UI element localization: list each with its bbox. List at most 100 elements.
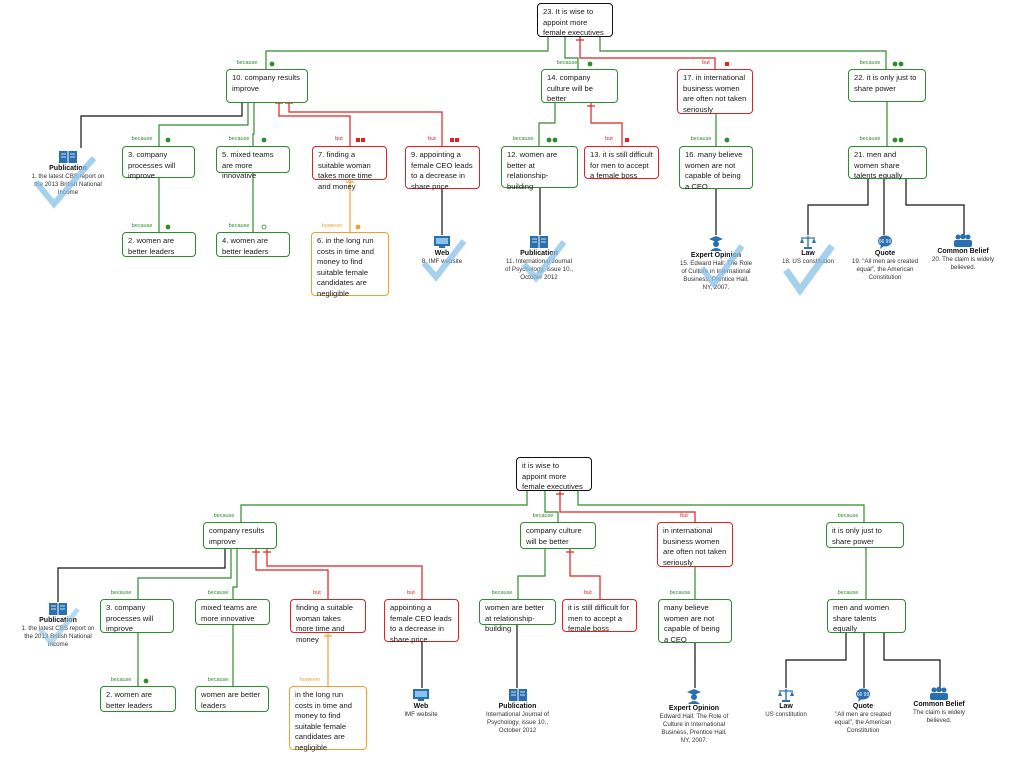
top-source-15-title: Expert Opinion <box>690 252 742 259</box>
top-reason-14[interactable]: 14. company culture will be better <box>541 69 618 103</box>
top-objection-9[interactable]: 9. appointing a female CEO leads to a de… <box>405 146 480 191</box>
connector-line <box>137 549 232 599</box>
connector-line <box>807 179 869 235</box>
accepted-tick-icon <box>699 244 745 290</box>
relation-label: but <box>335 136 343 142</box>
connector-line <box>564 37 579 69</box>
bottom-reason-share-talents[interactable]: men and women share talents equally <box>827 599 906 633</box>
top-source-19-text: 19. "All men are created equal", the Ame… <box>851 258 919 281</box>
relation-label: because <box>132 136 153 142</box>
top-reason-3[interactable]: 3. company processes will improve <box>122 146 195 180</box>
top-source-18-text: 18. US constitution <box>782 258 834 265</box>
bottom-reason-2[interactable]: 2. women are better leaders <box>100 686 176 712</box>
top-objection-13[interactable]: 13. it is still difficult for men to acc… <box>584 146 659 180</box>
bottom-reason-company-culture[interactable]: company culture will be better <box>520 522 596 549</box>
support-dot <box>552 137 558 143</box>
top-source-19-title: Quote <box>874 250 896 257</box>
bottom-source-1-title: Publication <box>39 617 77 624</box>
relation-label: because <box>208 590 229 596</box>
top-reason-12[interactable]: 12. women are better at relationship-bui… <box>501 146 578 191</box>
scales-icon <box>800 236 816 249</box>
connector-line <box>80 103 243 148</box>
relation-label: because <box>513 136 534 142</box>
support-dot <box>587 61 593 67</box>
bottom-reason-share-power[interactable]: it is only just to share power <box>826 522 904 548</box>
relation-label: but <box>605 136 613 142</box>
top-source-18-title: Law <box>801 250 815 257</box>
support-dot <box>261 224 267 230</box>
bottom-reason-3[interactable]: 3. company processes will improve <box>100 599 174 633</box>
connector-line <box>569 549 601 599</box>
bottom-reason-company-results[interactable]: company results improve <box>203 522 277 549</box>
top-claim-23[interactable]: 23. It is wise to appoint more female ex… <box>537 3 613 37</box>
bottom-source-web[interactable]: Web IMF website <box>391 688 451 719</box>
relation-label: because <box>860 60 881 66</box>
accepted-tick-icon <box>33 156 97 209</box>
quote-icon: 66 99 <box>856 688 870 702</box>
connector-line <box>57 549 226 602</box>
connector-line <box>255 549 329 599</box>
top-objection-7[interactable]: 7. finding a suitable woman takes more t… <box>312 146 387 191</box>
top-source-8-text: 8. IMF website <box>421 258 463 265</box>
bottom-reason-better-leaders[interactable]: women are better leaders <box>195 686 269 712</box>
connector-line <box>288 103 443 146</box>
top-source-19[interactable]: 66 99 Quote 19. "All men are created equ… <box>848 235 922 282</box>
connector-line <box>252 103 255 146</box>
bottom-reason-relationship-building[interactable]: women are better at relationship-buildin… <box>479 599 556 633</box>
bottom-reason-not-capable[interactable]: many believe women are not capable of be… <box>658 599 732 644</box>
relation-label: because <box>111 677 132 683</box>
top-source-18[interactable]: Law 18. US constitution <box>778 235 838 266</box>
bottom-source-law-title: Law <box>779 703 793 710</box>
bottom-objection-time-money[interactable]: finding a suitable woman takes more time… <box>290 599 366 644</box>
support-dot <box>546 137 552 143</box>
top-reason-21[interactable]: 21. men and women share talents equally <box>848 146 927 180</box>
accepted-tick-icon <box>521 240 567 283</box>
bottom-source-law[interactable]: Law US constitution <box>756 688 816 719</box>
connector-line <box>577 491 865 522</box>
connector-line <box>517 549 546 599</box>
bottom-objection-share-price[interactable]: appointing a female CEO leads to a decre… <box>384 599 459 644</box>
scales-icon <box>778 689 794 702</box>
bottom-source-belief-text: The claim is widely believed. <box>913 709 965 724</box>
top-reason-16[interactable]: 16. many believe women are not capable o… <box>679 146 753 191</box>
top-reason-10[interactable]: 10. company results improve <box>226 69 308 103</box>
support-dot <box>892 137 898 143</box>
oppose-square <box>361 138 365 142</box>
bottom-claim[interactable]: it is wise to appoint more female execut… <box>516 457 592 491</box>
bottom-source-web-title: Web <box>413 703 429 710</box>
support-dot <box>892 61 898 67</box>
oppose-square <box>450 138 454 142</box>
book-icon <box>530 236 548 248</box>
connector-line <box>266 549 423 599</box>
top-reason-5[interactable]: 5. mixed teams are more innovative <box>216 146 290 180</box>
top-reason-4[interactable]: 4. women are better leaders <box>216 232 290 257</box>
support-dot <box>898 137 904 143</box>
support-dot <box>165 224 171 230</box>
connector-line <box>158 103 249 146</box>
top-objection-17[interactable]: 17. in international business women are … <box>677 69 753 114</box>
bottom-reason-mixed-teams[interactable]: mixed teams are more innovative <box>195 599 270 625</box>
support-dot <box>143 678 149 684</box>
connector-line <box>538 103 556 146</box>
bottom-source-publication-journal[interactable]: Publication International Journal of Psy… <box>480 688 555 735</box>
bottom-rebuttal-negligible[interactable]: in the long run costs in time and money … <box>289 686 367 752</box>
relation-label: because <box>557 60 578 66</box>
bottom-source-journal-text: International Journal of Psychology, iss… <box>486 711 549 734</box>
top-reason-22[interactable]: 22. it is only just to share power <box>848 69 926 102</box>
bottom-source-quote[interactable]: 66 99 Quote "All men are created equal",… <box>826 688 900 735</box>
bottom-source-expert-title: Expert Opinion <box>668 705 720 712</box>
bottom-source-expert-opinion[interactable]: Expert Opinion Edward Hall: The Role of … <box>656 688 732 745</box>
support-dot <box>898 61 904 67</box>
bottom-objection-not-taken-seriously[interactable]: in international business women are ofte… <box>657 522 733 567</box>
support-dot <box>355 224 361 230</box>
connector-line <box>579 37 716 69</box>
top-source-8[interactable]: Web 8. IMF website <box>412 235 472 266</box>
relation-label: but <box>407 590 415 596</box>
top-reason-2[interactable]: 2. women are better leaders <box>122 232 196 257</box>
top-source-20[interactable]: Common Belief 20. The claim is widely be… <box>930 233 996 272</box>
top-rebuttal-6[interactable]: 6. in the long run costs in time and mon… <box>311 232 389 298</box>
svg-text:66 99: 66 99 <box>879 239 892 245</box>
connector-line <box>785 633 847 688</box>
bottom-objection-female-boss[interactable]: it is still difficult for men to accept … <box>562 599 637 633</box>
bottom-source-common-belief[interactable]: Common Belief The claim is widely believ… <box>906 686 972 725</box>
